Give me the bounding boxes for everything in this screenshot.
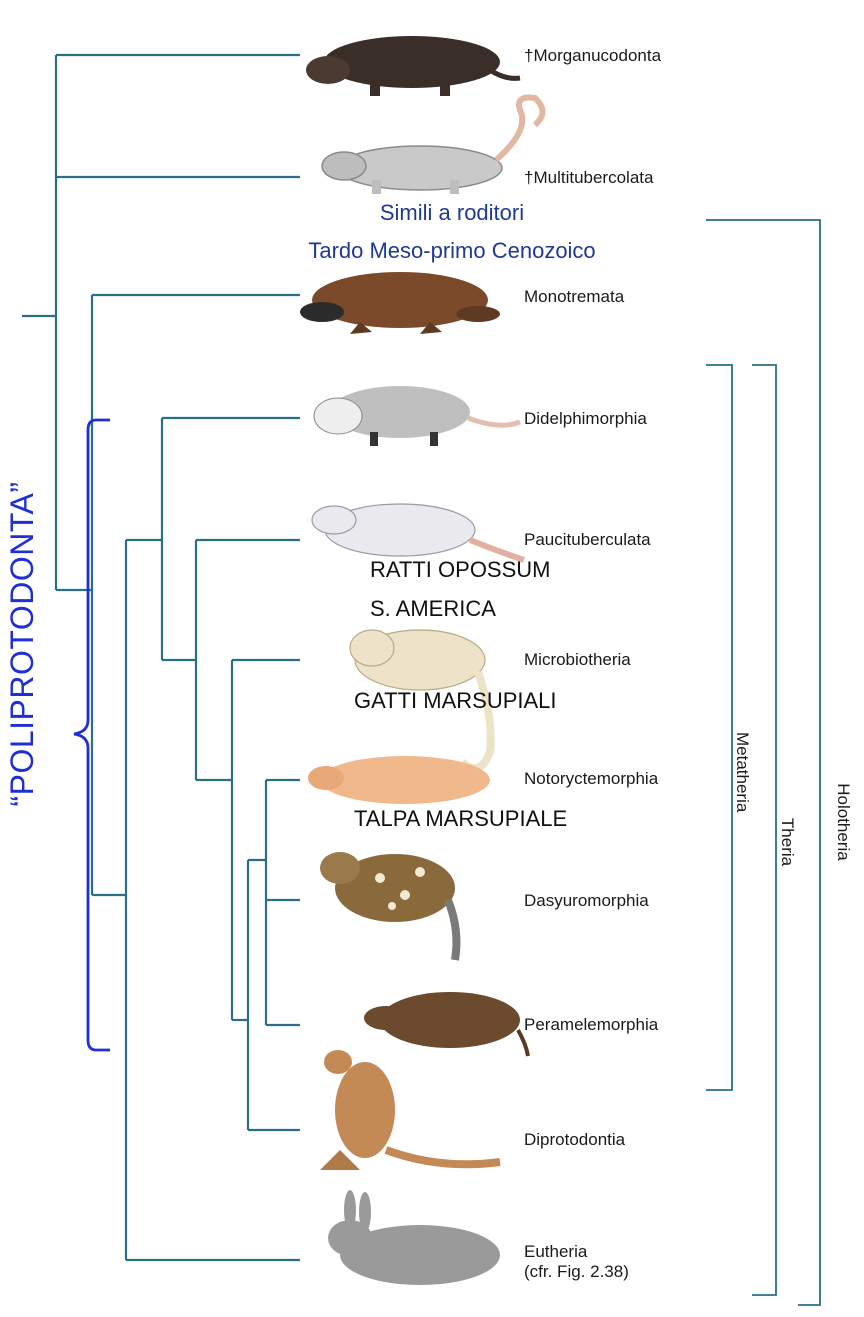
taxon-peramelemorphia: Peramelemorphia xyxy=(524,1015,658,1035)
didelphimorphia-illustration xyxy=(314,386,520,446)
taxon-notoryctemorphia: Notoryctemorphia xyxy=(524,769,658,789)
notoryctemorphia-illustration xyxy=(308,756,490,804)
note-paucituberculata-line2: S. AMERICA xyxy=(370,596,496,622)
taxon-monotremata: Monotremata xyxy=(524,287,624,307)
clade-metatheria: Metatheria xyxy=(732,732,752,812)
holotheria-bracket xyxy=(706,220,820,1305)
taxon-dasyuromorphia: Dasyuromorphia xyxy=(524,891,649,911)
tree-branches xyxy=(22,55,300,1260)
clade-theria: Theria xyxy=(777,812,797,872)
taxon-microbiotheria: Microbiotheria xyxy=(524,650,631,670)
peramelemorphia-illustration xyxy=(364,992,528,1056)
morganucodonta-illustration xyxy=(306,36,520,96)
taxon-didelphimorphia: Didelphimorphia xyxy=(524,409,647,429)
dasyuromorphia-illustration xyxy=(320,852,456,960)
taxon-multitubercolata: †Multitubercolata xyxy=(524,168,653,188)
clade-holotheria: Holotheria xyxy=(833,777,853,867)
taxon-paucituberculata: Paucituberculata xyxy=(524,530,651,550)
taxon-eutheria: Eutheria (cfr. Fig. 2.38) xyxy=(524,1242,629,1282)
note-multituberculata-line1: Simili a roditori xyxy=(262,200,642,226)
clade-poliprotodonta: “POLIPROTODONTA” xyxy=(4,474,44,814)
clade-brackets xyxy=(706,220,820,1305)
multitubercolata-illustration xyxy=(322,98,543,195)
note-notoryctemorphia: TALPA MARSUPIALE xyxy=(354,806,567,832)
paucituberculata-illustration xyxy=(312,504,524,560)
monotremata-illustration xyxy=(300,272,500,334)
note-paucituberculata-line1: RATTI OPOSSUM xyxy=(370,557,551,583)
taxon-eutheria-reference: (cfr. Fig. 2.38) xyxy=(524,1262,629,1282)
theria-bracket xyxy=(752,365,776,1295)
note-microbiotheria: GATTI MARSUPIALI xyxy=(354,688,557,714)
note-multituberculata-line2: Tardo Meso-primo Cenozoico xyxy=(252,238,652,264)
taxon-morganucodonta: †Morganucodonta xyxy=(524,46,661,66)
taxon-eutheria-name: Eutheria xyxy=(524,1242,629,1262)
eutheria-illustration xyxy=(328,1190,500,1285)
taxon-diprotodontia: Diprotodontia xyxy=(524,1130,625,1150)
metatheria-bracket xyxy=(706,365,732,1090)
diprotodontia-illustration xyxy=(320,1050,500,1170)
